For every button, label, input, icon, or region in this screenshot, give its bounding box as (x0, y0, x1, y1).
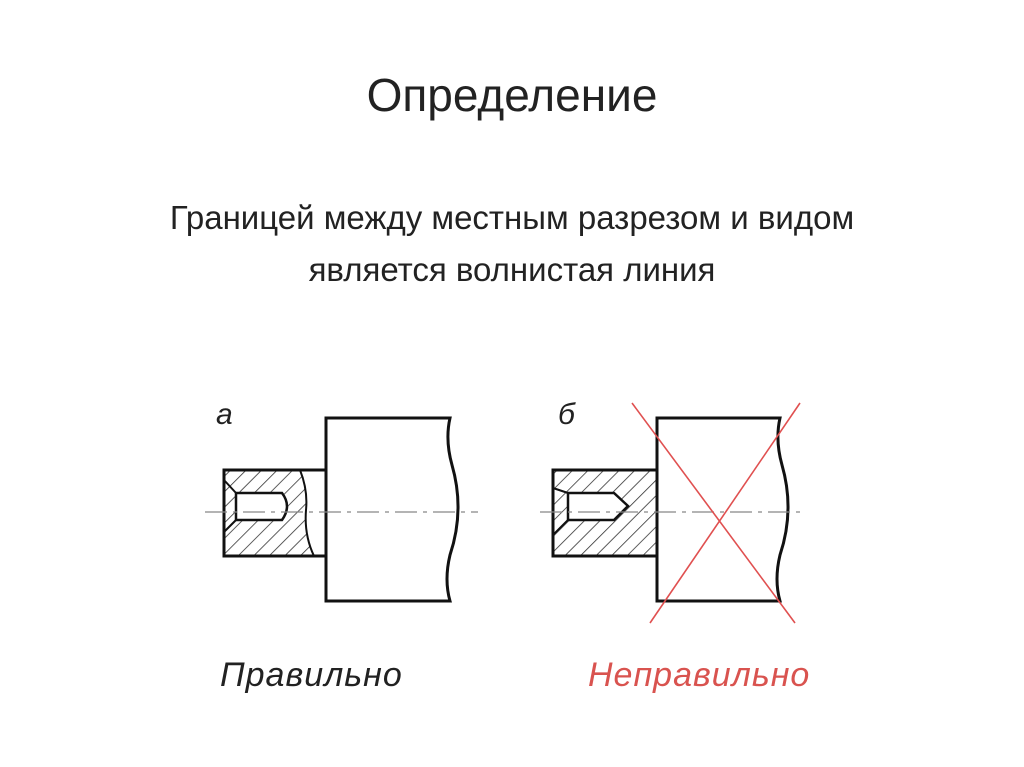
body-line-2: является волнистая линия (308, 251, 716, 288)
figure-a-correct (205, 416, 478, 603)
figure-label-a: а (216, 398, 233, 431)
figure-b-incorrect (540, 402, 805, 624)
cross-line-1 (631, 402, 796, 624)
caption-correct: Правильно (220, 656, 403, 694)
caption-incorrect: Неправильно (588, 656, 811, 694)
cross-line-2 (649, 402, 801, 624)
slide-body: Границей между местным разрезом и видом … (40, 192, 984, 296)
body-line-1: Границей между местным разрезом и видом (169, 199, 855, 236)
slide-title: Определение (366, 69, 658, 121)
figure-label-b: б (558, 398, 575, 431)
